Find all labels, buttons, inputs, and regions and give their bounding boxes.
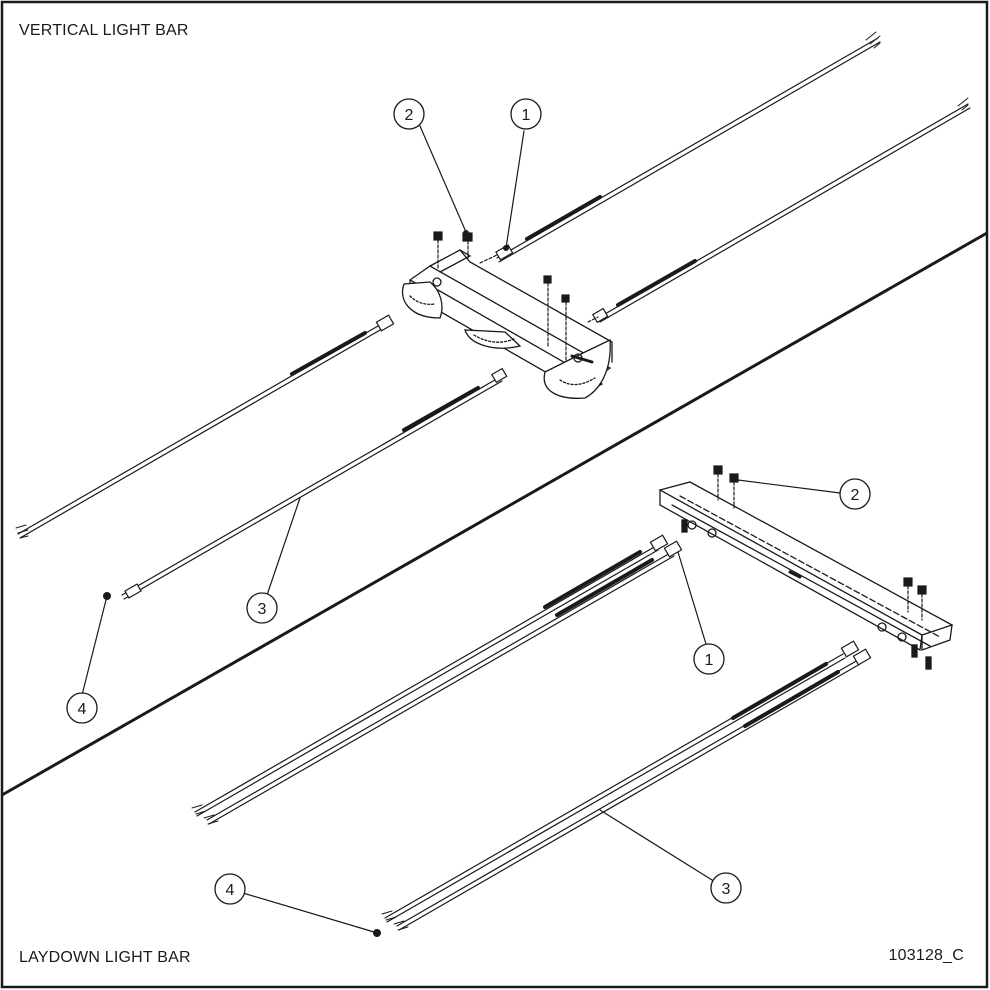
laydown-hardware-nuts [713,465,927,621]
callout-number: 2 [851,487,860,504]
laydown-rod-lower-pair [381,640,872,931]
laydown-light-bar-view [191,465,954,937]
laydown-rod-upper-pair [191,534,683,825]
light-rod-lower-left-2 [121,367,508,600]
end-cap-part [103,592,111,600]
callout-bubble: 4 [66,692,98,724]
callout-number: 4 [78,701,87,718]
callout-bubble: 2 [839,478,871,510]
leader-lines-bottom [242,479,841,933]
end-cap-part [373,929,381,937]
view-divider-line [1,231,988,797]
drawing-number: 103128_C [888,947,964,964]
callout-number: 1 [705,652,714,669]
light-rod-upper-right-2 [591,97,971,324]
view-title-laydown: LAYDOWN LIGHT BAR [19,949,191,966]
callout-bubble: 3 [246,592,278,624]
callout-number: 3 [258,601,267,618]
light-rod-lower-left-1 [15,314,395,539]
view-title-vertical: VERTICAL LIGHT BAR [19,22,189,39]
light-rod-upper-right-1 [495,31,881,263]
callout-group-bottom: 2 1 3 4 [214,478,871,905]
callout-bubble: 1 [693,643,725,675]
vertical-bracket-assembly [402,249,613,399]
laydown-bracket-assembly [658,481,954,670]
vertical-light-bar-view [15,31,971,696]
callout-number: 1 [522,107,531,124]
callout-bubble: 4 [214,873,246,905]
callout-number: 2 [405,107,414,124]
callout-number: 3 [722,881,731,898]
callout-bubble: 1 [510,98,542,130]
leader-lines-top [81,125,525,696]
hardware-nuts [433,231,599,361]
callout-number: 4 [226,882,235,899]
callout-bubble: 3 [710,872,742,904]
callout-group-top: 2 1 3 4 [66,98,542,724]
callout-bubble: 2 [393,98,425,130]
